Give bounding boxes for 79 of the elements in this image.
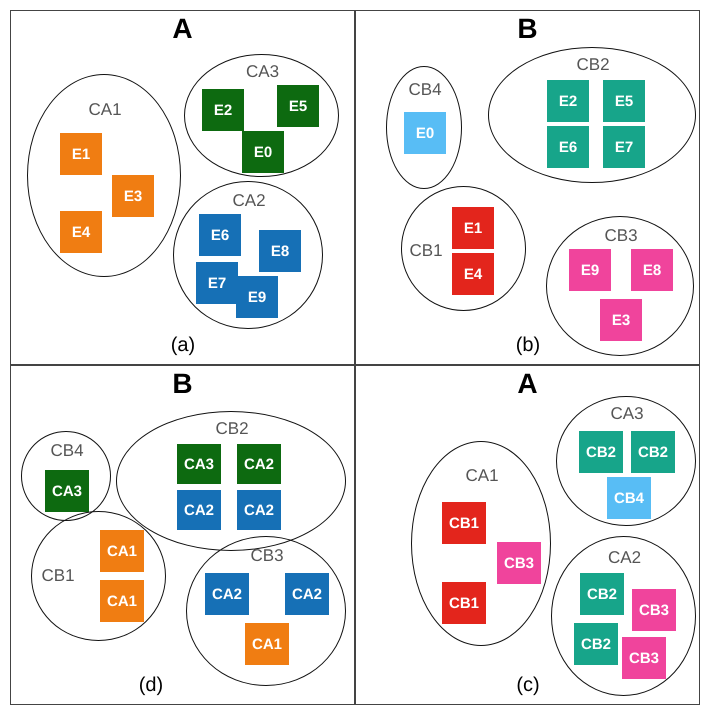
entity-tile: CB3 [497,542,541,584]
panel-caption: (a) [170,334,196,357]
panel-heading: B [516,13,539,45]
entity-tile: CB3 [622,637,666,679]
entity-tile: E5 [603,80,645,122]
panel-caption: (b) [514,334,542,357]
cluster-ellipse [386,66,462,189]
cluster-label: CB3 [249,547,285,565]
entity-tile: CB3 [632,589,676,631]
entity-tile: CB1 [442,582,486,624]
entity-tile: CB2 [631,431,675,473]
cluster-label: CA3 [244,63,280,81]
panel-caption: (c) [515,674,541,697]
cluster-label: CB4 [407,81,443,99]
panel-caption: (d) [138,674,164,697]
entity-tile: E1 [60,133,102,175]
cluster-label: CB2 [575,56,611,74]
panel [10,365,355,705]
entity-tile: E7 [196,262,238,304]
entity-tile: E8 [259,230,301,272]
entity-tile: E6 [547,126,589,168]
cluster-ellipse [488,47,696,183]
entity-tile: CA3 [177,444,221,484]
entity-tile: E9 [236,276,278,318]
cluster-ellipse [546,216,694,356]
entity-tile: E3 [600,299,642,341]
panel [10,10,355,365]
entity-tile: E2 [547,80,589,122]
entity-tile: CA2 [237,444,281,484]
entity-tile: CA1 [100,530,144,572]
cluster-label: CA1 [87,101,123,119]
cluster-ellipse [186,536,346,686]
panel [355,365,700,705]
panel-heading: A [171,13,194,45]
entity-tile: CA3 [45,470,89,512]
entity-tile: E0 [404,112,446,154]
cluster-ellipse [556,396,696,526]
entity-tile: CB1 [442,502,486,544]
entity-tile: CB2 [574,623,618,665]
entity-tile: E4 [452,253,494,295]
cluster-label: CA2 [606,549,642,567]
entity-tile: CA2 [285,573,329,615]
entity-tile: CA1 [100,580,144,622]
entity-tile: E9 [569,249,611,291]
panel [355,10,700,365]
entity-tile: E8 [631,249,673,291]
cluster-label: CB4 [49,442,85,460]
entity-tile: E2 [202,89,244,131]
entity-tile: CB2 [579,431,623,473]
entity-tile: E3 [112,175,154,217]
cluster-ellipse [27,74,181,277]
panel-heading: B [171,368,194,400]
entity-tile: CA2 [177,490,221,530]
cluster-label: CB1 [408,242,444,260]
entity-tile: E0 [242,131,284,173]
cluster-label: CB3 [603,227,639,245]
cluster-ellipse [31,511,166,641]
cluster-ellipse [401,186,526,311]
entity-tile: CA2 [237,490,281,530]
panel-heading: A [516,368,539,400]
cluster-ellipse [184,54,339,177]
entity-tile: E1 [452,207,494,249]
cluster-ellipse [411,441,551,646]
entity-tile: CB2 [580,573,624,615]
cluster-label: CA2 [231,192,267,210]
cluster-ellipse [21,431,111,521]
cluster-label: CA3 [609,405,645,423]
entity-tile: E5 [277,85,319,127]
entity-tile: CA2 [205,573,249,615]
cluster-label: CB2 [214,420,250,438]
cluster-label: CB1 [40,567,76,585]
entity-tile: CB4 [607,477,651,519]
cluster-ellipse [173,181,323,329]
entity-tile: E4 [60,211,102,253]
cluster-ellipse [551,536,696,696]
cluster-label: CA1 [464,467,500,485]
entity-tile: E6 [199,214,241,256]
entity-tile: E7 [603,126,645,168]
entity-tile: CA1 [245,623,289,665]
